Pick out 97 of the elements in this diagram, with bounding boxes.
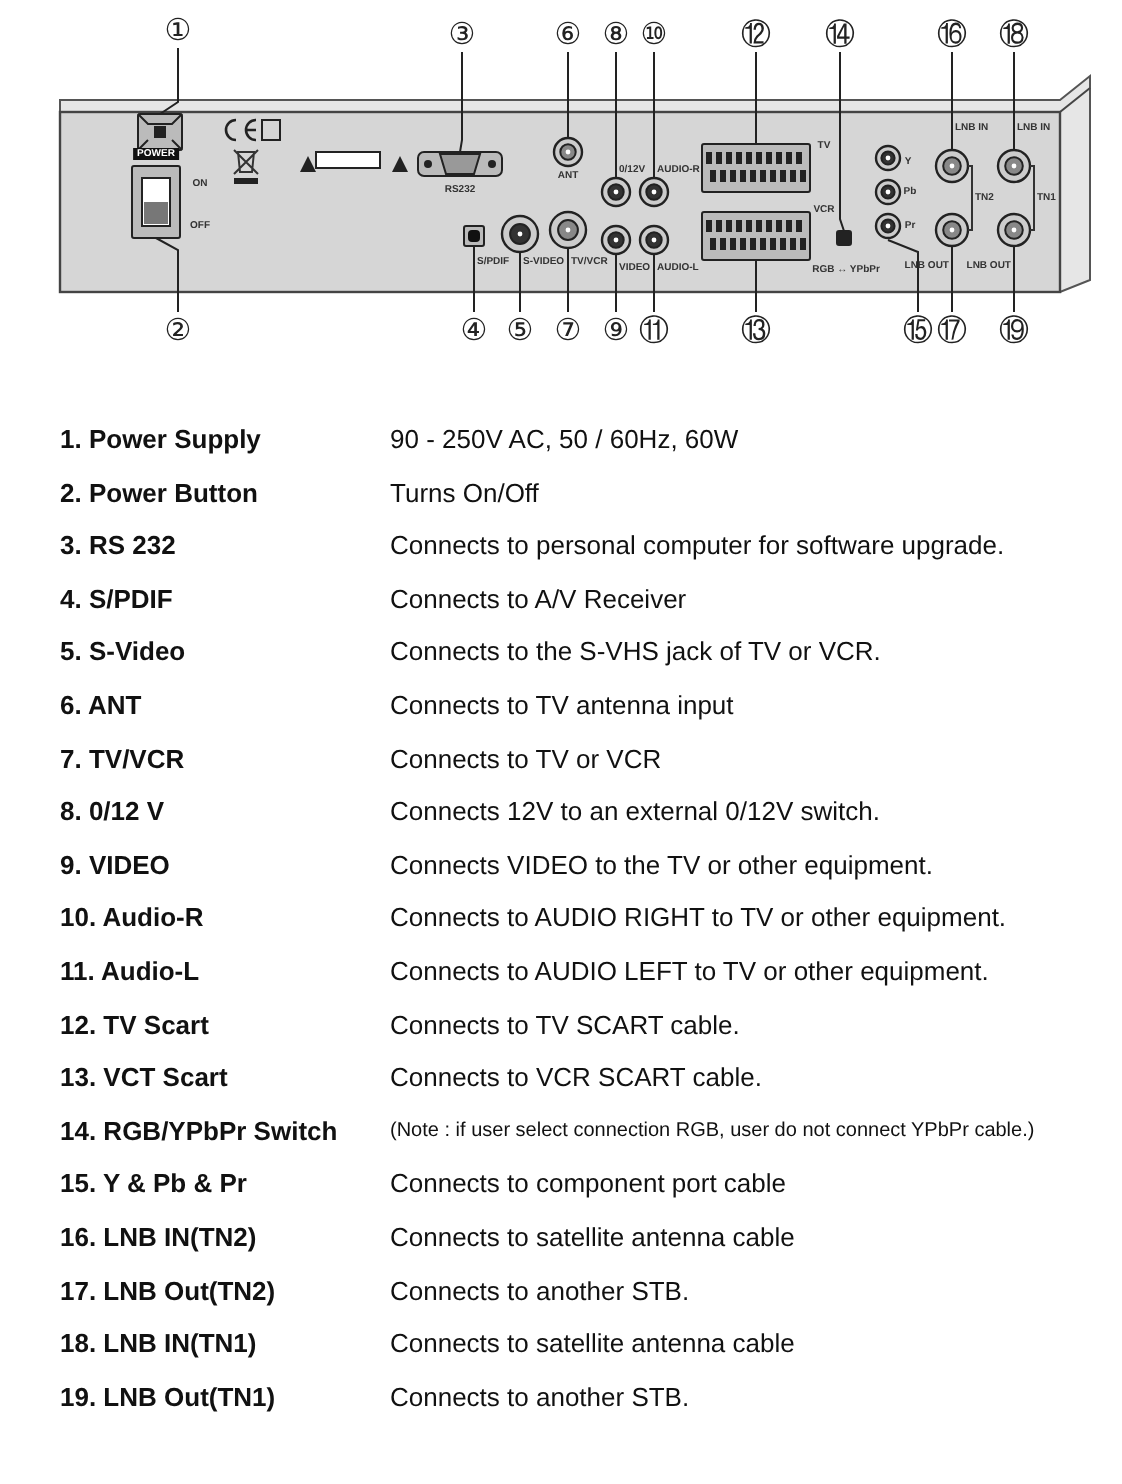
item-description: Connects 12V to an external 0/12V switch. [390,796,880,827]
leader-line [159,47,179,115]
item-name: 1. Power Supply [60,424,261,454]
leader-line [951,245,953,313]
optical-port [463,225,485,247]
leader-line [755,259,757,313]
coaxial-jack [548,210,588,250]
item-description: Connects to TV or VCR [390,743,662,774]
power-switch [131,165,181,239]
coaxial-jack [996,148,1032,184]
item-description: Connects to satellite antenna cable [390,1222,795,1252]
item-description: Connects to AUDIO LEFT to TV or other equipment. [390,956,989,986]
callout-number: ⑲ [999,314,1029,346]
bracket-line [967,165,973,231]
item-description: Connects to component port cable [390,1168,787,1199]
power-socket [137,113,183,151]
leader-line [567,247,569,313]
item-name: 6. ANT [60,690,142,720]
rca-jack [638,224,670,256]
callout-number: ⑪ [639,314,669,346]
callout-number: ⑰ [937,314,967,346]
leader-line [1013,245,1015,313]
callout-number: ⑦ [554,314,582,346]
item-description: Turns On/Off [390,477,539,508]
callout-number: ⑨ [602,314,630,346]
leader-line [615,253,617,313]
scart-connector [701,143,811,193]
leader-line [951,51,953,151]
leader-line [567,51,569,139]
item-description: Connects to VCR SCART cable. [390,1062,762,1093]
callout-number: ⑩ [640,18,668,50]
leader-line [155,237,179,313]
item-description: Connects VIDEO to the TV or other equipment. [390,849,933,880]
rca-jack [638,176,670,208]
callout-number: ③ [448,18,476,50]
coaxial-jack [552,136,584,168]
callout-number: ② [164,314,192,346]
coaxial-jack [934,148,970,184]
leader-line [839,51,845,232]
coaxial-jack [996,212,1032,248]
item-name: 8. 0/12 V [60,796,165,827]
leader-line [887,239,919,313]
callout-number: ⑥ [554,18,582,50]
leader-line [473,245,475,313]
callout-number: ⑧ [602,18,630,50]
slide-switch [836,230,852,246]
item-name: 16. LNB IN(TN2) [60,1222,257,1252]
item-name: 17. LNB Out(TN2) [60,1275,276,1306]
callout-number: ⑯ [937,18,967,50]
item-description: Connects to the S-VHS jack of TV or VCR. [390,636,881,667]
rca-jack-group [874,144,902,240]
callout-number: ⑮ [903,314,933,346]
item-description: (Note : if user select connection RGB, user do not connect YPbPr cable.) [390,1119,1035,1142]
callout-number: ④ [460,314,488,346]
scart-connector [701,211,811,261]
item-name: 19. LNB Out(TN1) [60,1381,276,1412]
leader-line [615,51,617,179]
leader-line [653,51,655,179]
item-description: Connects to another STB. [390,1275,690,1306]
leader-line [519,251,521,313]
item-name: 10. Audio-R [60,902,204,933]
item-name: 15. Y & Pb & Pr [60,1168,247,1199]
item-description: Connects to TV antenna input [390,690,734,720]
item-description: Connects to A/V Receiver [390,583,687,614]
item-description: Connects to satellite antenna cable [390,1328,795,1359]
leader-line [755,51,757,145]
item-name: 2. Power Button [60,477,258,508]
item-name: 14. RGB/YPbPr Switch [60,1115,338,1146]
leader-line [1013,51,1015,151]
item-name: 4. S/PDIF [60,583,173,614]
item-name: 7. TV/VCR [60,743,185,774]
item-name: 9. VIDEO [60,849,170,880]
item-name: 11. Audio-L [60,956,200,986]
item-name: 5. S-Video [60,636,186,667]
callout-number: ⑬ [741,314,771,346]
callout-number: ① [164,14,192,46]
callout-number: ⑭ [825,18,855,50]
serial-port [417,151,503,177]
item-name: 18. LNB IN(TN1) [60,1328,257,1359]
item-description: Connects to TV SCART cable. [390,1009,740,1040]
coaxial-jack [934,212,970,248]
item-description: Connects to AUDIO RIGHT to TV or other equipment. [390,902,1007,933]
item-description: 90 - 250V AC, 50 / 60Hz, 60W [390,424,739,454]
item-name: 3. RS 232 [60,530,176,561]
rca-jack [600,176,632,208]
callout-number: ⑤ [506,314,534,346]
bracket-line [1029,165,1035,231]
item-name: 13. VCT Scart [60,1062,228,1093]
callout-number: ⑱ [999,18,1029,50]
rca-jack [600,224,632,256]
s-video-jack [500,214,540,254]
item-description: Connects to personal computer for software upgrade. [390,530,1005,561]
callout-number: ⑫ [741,18,771,50]
leader-line [653,253,655,313]
leader-line [459,51,463,153]
item-name: 12. TV Scart [60,1009,209,1040]
item-description: Connects to another STB. [390,1381,690,1412]
